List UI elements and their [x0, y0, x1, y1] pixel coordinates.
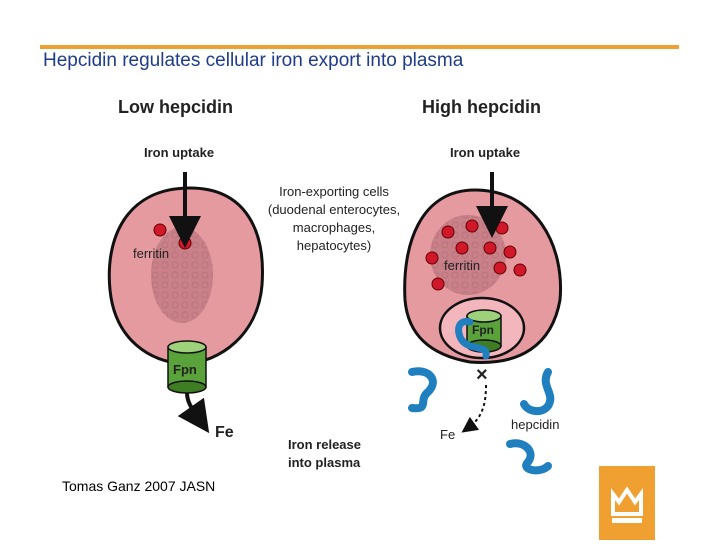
iron-release-label: Iron release into plasma — [288, 436, 361, 472]
high-hepcidin-cell — [403, 172, 563, 433]
cells-line: hepatocytes) — [296, 238, 372, 253]
low-iron-uptake-label: Iron uptake — [144, 145, 215, 160]
iron-dot — [503, 245, 517, 259]
bound-hepcidin — [455, 318, 490, 360]
iron-dot — [495, 221, 509, 235]
title-rule — [40, 45, 679, 49]
blocked-x-mark: × — [476, 364, 488, 386]
cells-line: (duodenal enterocytes, — [267, 202, 401, 217]
low-export-arrow — [177, 392, 210, 434]
iron-dot — [153, 223, 167, 237]
release-line: into plasma — [288, 455, 361, 470]
low-ferritin-label: ferritin — [133, 246, 170, 261]
high-hepcidin-heading: High hepcidin — [422, 97, 541, 117]
slide-title: Hepcidin regulates cellular iron export … — [43, 50, 464, 71]
iron-dot — [513, 263, 527, 277]
iron-dot — [455, 241, 469, 255]
crown-icon — [611, 486, 643, 523]
hepcidin-molecule — [520, 368, 555, 415]
low-hepcidin-cell — [107, 172, 264, 434]
crown-logo — [599, 466, 655, 540]
iron-exporting-cells-label: Iron-exporting cells (duodenal enterocyt… — [250, 183, 418, 255]
hepcidin-molecule — [408, 367, 437, 413]
iron-dot — [465, 219, 479, 233]
iron-dot — [178, 236, 192, 250]
iron-dot — [483, 241, 497, 255]
hepcidin-label: hepcidin — [511, 417, 560, 432]
high-ferritin-label: ferritin — [444, 258, 481, 273]
low-ferroportin-channel — [167, 340, 207, 394]
release-line: Iron release — [288, 437, 361, 452]
low-fe-label: Fe — [215, 424, 234, 441]
blocked-release-arrow — [461, 384, 487, 433]
citation: Tomas Ganz 2007 JASN — [62, 478, 216, 494]
high-fpn-label: Fpn — [472, 323, 494, 337]
iron-dot — [425, 251, 439, 265]
cells-line: Iron-exporting cells — [279, 184, 389, 199]
low-fpn-label: Fpn — [173, 362, 197, 377]
high-iron-uptake-label: Iron uptake — [450, 145, 521, 160]
iron-dot — [441, 225, 455, 239]
low-hepcidin-heading: Low hepcidin — [118, 97, 233, 117]
hepcidin-molecule — [506, 439, 552, 475]
iron-dot — [431, 277, 445, 291]
high-fe-label: Fe — [440, 427, 456, 442]
cells-line: macrophages, — [292, 220, 376, 235]
iron-dot — [493, 261, 507, 275]
